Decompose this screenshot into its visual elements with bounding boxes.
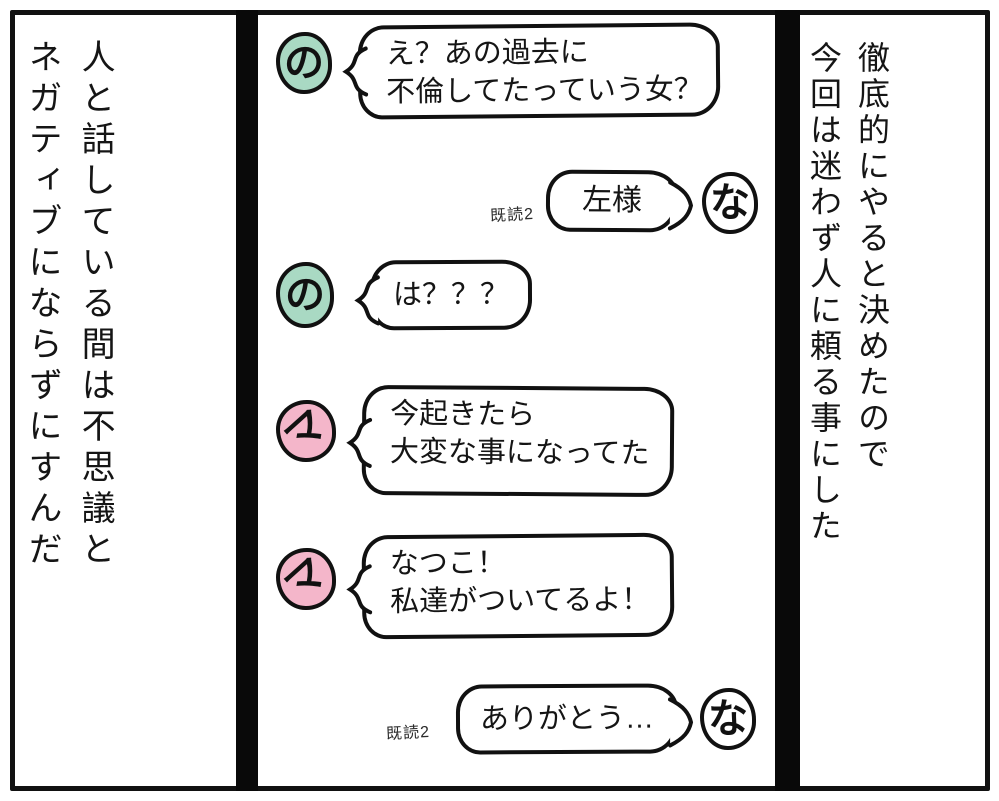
narration-text-right: 徹底的にやると決めたので 今回は迷わず人に頼る事にした <box>800 15 923 786</box>
chat-bubble-left: は？？？ <box>354 259 533 331</box>
bubble-tail-left-icon <box>346 564 373 615</box>
narration-line: 人と話している間は不思議と <box>76 39 115 572</box>
message-text: 左様 <box>581 183 643 218</box>
bubble-tail-left-icon <box>342 46 369 97</box>
read-receipt: 既読2 <box>385 723 431 744</box>
bubble-tail-left-icon <box>354 275 381 326</box>
avatar-ma: マ <box>276 400 336 462</box>
read-receipt: 既読2 <box>489 205 535 226</box>
bubble-tail-left-icon <box>346 417 373 468</box>
message-text: なつこ！ 私達がついてるよ！ <box>389 547 651 619</box>
avatar-na: な <box>700 688 756 750</box>
narration-text-left: 人と話している間は不思議と ネガティブにならずにすんだ <box>15 15 209 786</box>
narration-line: ネガティブにならずにすんだ <box>23 39 62 572</box>
narration-panel-left: 人と話している間は不思議と ネガティブにならずにすんだ <box>15 15 236 786</box>
chat-panel: の え？あの過去に 不倫してたっていう女？ 既読2 左様 な の <box>258 15 775 785</box>
message-text: は？？？ <box>392 278 510 312</box>
chat-bubble-right: 左様 <box>545 169 694 233</box>
chat-bubble-left: 今起きたら 大変な事になってた <box>346 384 675 498</box>
chat-bubble-left: なつこ！ 私達がついてるよ！ <box>346 532 675 640</box>
message-text: え？あの過去に 不倫してたっていう女？ <box>385 36 703 109</box>
avatar-ma: マ <box>276 548 336 610</box>
chat-bubble-right: ありがとう… <box>455 683 694 755</box>
avatar-initial: な <box>708 697 748 741</box>
bubble-tail-right-icon <box>667 180 694 231</box>
panel-divider-right <box>775 10 800 791</box>
narration-line: 徹底的にやると決めたので <box>854 41 890 473</box>
page-frame <box>10 10 990 791</box>
avatar-no: の <box>276 32 332 94</box>
avatar-initial: の <box>285 273 325 317</box>
avatar-initial: の <box>284 41 324 85</box>
avatar-no: の <box>276 262 334 328</box>
avatar-na: な <box>702 172 758 234</box>
narration-line: 今回は迷わず人に頼る事にした <box>806 41 842 545</box>
message-text: 今起きたら 大変な事になってた <box>389 398 650 470</box>
avatar-initial: な <box>710 181 750 225</box>
avatar-initial: マ <box>276 549 336 609</box>
avatar-initial: マ <box>276 401 336 461</box>
chat-bubble-left: え？あの過去に 不倫してたっていう女？ <box>342 22 721 120</box>
narration-panel-right: 徹底的にやると決めたので 今回は迷わず人に頼る事にした <box>800 15 985 786</box>
panel-divider-left <box>236 10 258 791</box>
bubble-tail-right-icon <box>667 697 694 748</box>
message-text: ありがとう… <box>479 702 655 736</box>
